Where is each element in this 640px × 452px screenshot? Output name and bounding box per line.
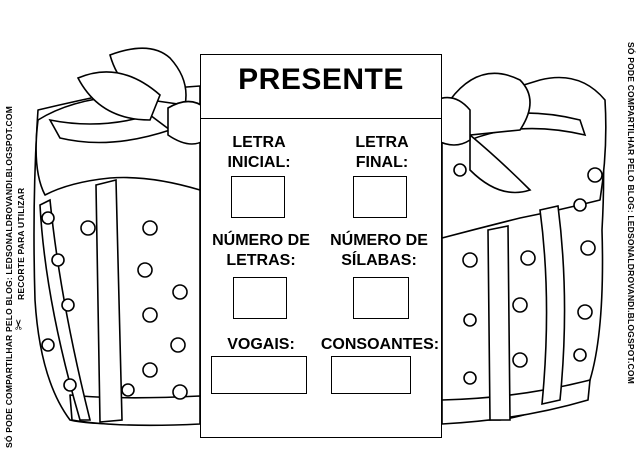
dot [573,348,587,362]
dot [580,240,596,256]
dot [512,297,528,313]
dot [573,198,587,212]
dot [41,338,55,352]
panel-title: PRESENTE [238,63,404,96]
right-ribbon-vertical-a [487,225,511,421]
vogais-label: VOGAIS: [227,336,295,353]
title-divider [201,118,441,119]
copyright-note-right: SÓ PODE COMPARTILHAR PELO BLOG: LEDSONAL… [626,42,636,384]
dot [142,220,158,236]
label-line: INICIAL: [227,154,291,171]
left-ribbon-vertical-a [95,178,123,423]
dot [170,337,186,353]
cut-instruction: RECORTE PARA UTILIZAR [16,187,26,300]
label-line: LETRA [355,134,409,151]
letra-inicial-box[interactable] [231,176,285,218]
dot [41,211,55,225]
numero-silabas-label: NÚMERO DE SÍLABAS: [321,231,437,271]
dot [172,384,188,400]
numero-letras-box[interactable] [233,277,287,319]
letra-inicial-label: LETRA INICIAL: [209,133,309,173]
label-line: LETRA [232,134,286,151]
letra-final-label: LETRA FINAL: [327,133,437,173]
dot [142,307,158,323]
vogais-box[interactable] [211,356,307,394]
dot [463,371,477,385]
dot [520,250,536,266]
scissors-icon: ✂ [10,318,27,331]
word-analysis-panel: PRESENTE LETRA INICIAL: LETRA FINAL: NÚM… [200,54,442,438]
dot [121,383,135,397]
dot [61,298,75,312]
consoantes-box[interactable] [331,356,411,394]
label-line: SÍLABAS: [341,252,417,269]
copyright-note-left: SÓ PODE COMPARTILHAR PELO BLOG: LEDSONAL… [4,106,14,448]
dot [172,284,188,300]
numero-silabas-box[interactable] [353,277,409,319]
dot [587,167,603,183]
dot [137,262,153,278]
label-line: FINAL: [355,154,409,171]
label-line: NÚMERO DE [330,232,428,249]
dot [142,362,158,378]
dot [512,352,528,368]
right-ribbon-vertical-b [539,205,566,406]
dot [577,304,593,320]
label-line: NÚMERO DE [212,232,310,249]
consoantes-label: CONSOANTES: [320,336,440,353]
dot [453,163,467,177]
numero-letras-label: NÚMERO DE LETRAS: [203,231,319,271]
right-bow-knot [435,96,471,146]
dot [462,252,478,268]
right-bow-loop-b [469,133,532,194]
label-line: LETRAS: [226,252,296,269]
left-bow-loop-b [76,71,161,121]
dot [463,313,477,327]
dot [51,253,65,267]
letra-final-box[interactable] [353,176,407,218]
dot [80,220,96,236]
dot [63,378,77,392]
